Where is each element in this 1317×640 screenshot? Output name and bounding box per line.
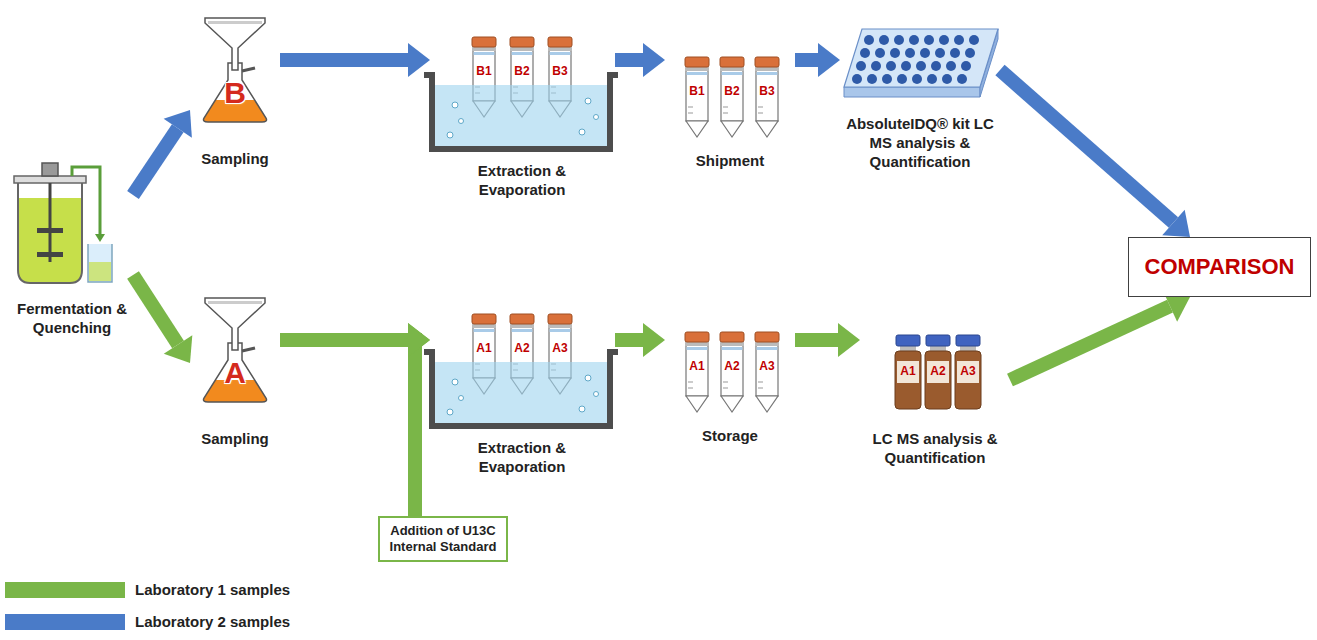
legend-label: Laboratory 1 samples <box>135 581 290 599</box>
flow-arrow <box>795 43 840 77</box>
tube-set-drawing <box>685 57 779 137</box>
comparison-box: COMPARISON <box>1128 237 1311 297</box>
vial-set-drawing <box>895 335 981 409</box>
arrow-shaft <box>133 128 178 195</box>
tube-label: A3 <box>548 342 572 356</box>
fermenter-drawing <box>14 163 112 283</box>
tube-label: B2 <box>510 65 534 79</box>
vial-label: A2 <box>925 365 951 379</box>
arrow-head <box>164 335 193 363</box>
tube-set: B1 B2 B3Shipment <box>665 55 795 175</box>
node-label: AbsoluteIDQ® kit LC MS analysis & Quanti… <box>840 115 1000 171</box>
arrow-head <box>408 323 430 357</box>
node-label: Fermentation & Quenching <box>11 300 133 338</box>
flow-arrow <box>615 323 665 357</box>
flow-arrow <box>133 110 192 195</box>
arrow-head <box>643 323 665 357</box>
tube-label: B3 <box>548 65 572 79</box>
arrow-head <box>1162 210 1190 237</box>
arrow-head <box>643 43 665 77</box>
arrow-shaft <box>280 333 408 347</box>
tube-label: B2 <box>720 85 744 99</box>
flow-arrow <box>795 323 860 357</box>
arrow-shaft <box>280 53 408 67</box>
water-bath-drawing <box>424 37 618 149</box>
node-label: Storage <box>665 427 795 446</box>
arrow-shaft <box>408 340 415 516</box>
tube-set-drawing <box>685 332 779 412</box>
tube-label: B1 <box>685 85 709 99</box>
tube-label: B3 <box>755 85 779 99</box>
arrow-shaft <box>1000 70 1173 222</box>
flow-arrow <box>1000 70 1190 237</box>
water-bath-drawing <box>424 314 618 426</box>
tube-set: A1 A2 A3Storage <box>665 330 795 450</box>
assay-plate: AbsoluteIDQ® kit LC MS analysis & Quanti… <box>840 25 1000 200</box>
legend-swatch <box>5 582 125 598</box>
arrow-shaft <box>1010 306 1170 380</box>
flask-letter: B <box>200 76 270 109</box>
tube-label: A2 <box>720 360 744 374</box>
node-label: LC MS analysis & Quantification <box>860 430 1010 468</box>
legend-label: Laboratory 2 samples <box>135 613 290 631</box>
arrow-head <box>164 110 192 138</box>
node-label: Shipment <box>665 152 795 171</box>
fermenter: Fermentation & Quenching <box>8 155 133 341</box>
flow-arrow <box>408 323 430 516</box>
tube-label: A1 <box>472 342 496 356</box>
node-label: Extraction & Evaporation <box>447 439 597 477</box>
vial-label: A1 <box>895 365 921 379</box>
arrow-shaft <box>615 333 643 347</box>
arrow-shaft <box>615 53 643 67</box>
sampling-flask: B Sampling <box>190 18 280 178</box>
arrow-shaft <box>795 333 838 347</box>
flow-arrow <box>615 43 665 77</box>
sampling-flask: A Sampling <box>190 298 280 458</box>
flow-arrow <box>1010 291 1190 380</box>
node-label: Extraction & Evaporation <box>447 162 597 200</box>
flow-arrow <box>280 323 430 357</box>
arrow-shaft <box>133 275 178 345</box>
flow-arrow <box>133 275 192 363</box>
standard-box: Addition of U13C Internal Standard <box>378 516 508 562</box>
node-label: Sampling <box>190 430 280 449</box>
tube-label: A2 <box>510 342 534 356</box>
extraction-bath: B1 B2 B3Extraction & Evaporation <box>430 35 615 205</box>
arrow-head <box>838 323 860 357</box>
well-plate-drawing <box>844 29 998 97</box>
flask-letter: A <box>200 356 270 389</box>
arrow-shaft <box>795 53 818 67</box>
node-label: Sampling <box>190 150 280 169</box>
arrow-head <box>408 43 430 77</box>
tube-label: A1 <box>685 360 709 374</box>
vial-label: A3 <box>955 365 981 379</box>
legend-swatch <box>5 614 125 630</box>
flow-arrow <box>280 43 430 77</box>
arrow-head <box>818 43 840 77</box>
box-label: Addition of U13C Internal Standard <box>386 523 500 556</box>
tube-label: A3 <box>755 360 779 374</box>
arrow-head <box>408 323 430 357</box>
tube-label: B1 <box>472 65 496 79</box>
comparison-label: COMPARISON <box>1145 254 1295 280</box>
vial-set: A1 A2 A3 LC MS analysis & Quantification <box>860 335 1010 471</box>
extraction-bath: A1 A2 A3Extraction & Evaporation <box>430 312 615 487</box>
